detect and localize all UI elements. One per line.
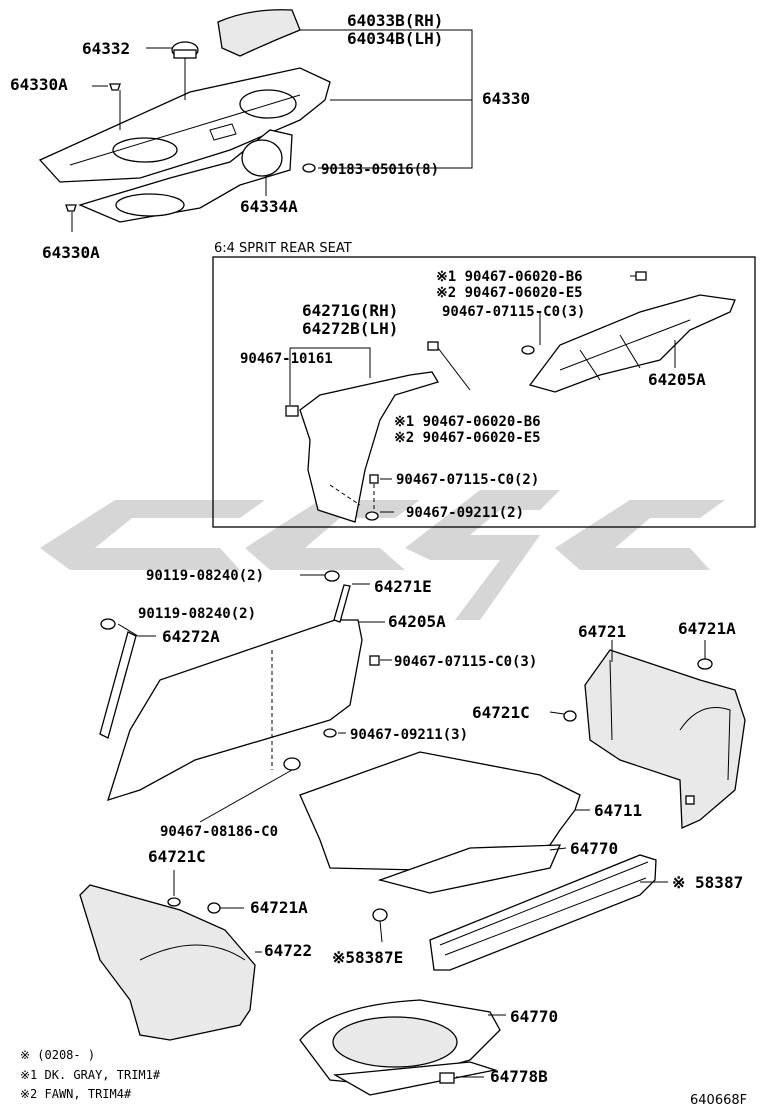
label-64330a-top: 64330A <box>10 75 68 94</box>
label-64778b: 64778B <box>490 1067 548 1086</box>
sill-clip-58387e <box>372 908 388 943</box>
label-58387e: ※58387E <box>332 948 403 967</box>
spare-tire-cover-64770 <box>299 999 501 1096</box>
note-date: ※ (0208- ) <box>20 1048 95 1062</box>
strap-64272a <box>99 631 137 739</box>
label-64721a-left: 64721A <box>250 898 308 917</box>
diagram-code: 640668F <box>690 1093 747 1108</box>
quarter-trim-lh-64722 <box>79 884 256 1041</box>
label-64722: 64722 <box>264 941 312 960</box>
label-e5-1: ※2 90467-06020-E5 <box>436 285 583 301</box>
label-90119-a: 90119-08240(2) <box>146 568 264 584</box>
label-09211-3: 90467-09211(3) <box>350 727 468 743</box>
label-c0-3: 90467-07115-C0(3) <box>394 654 537 670</box>
label-64721c-right: 64721C <box>472 703 530 722</box>
label-64721a-right: 64721A <box>678 619 736 638</box>
label-58387: ※ 58387 <box>672 873 743 892</box>
label-64205a: 64205A <box>388 612 446 631</box>
inset-side-trim <box>299 371 439 523</box>
label-64272b: 64272B(LH) <box>302 319 398 338</box>
label-64272a: 64272A <box>162 627 220 646</box>
clip-icon <box>65 83 316 212</box>
label-64205a-inset: 64205A <box>648 370 706 389</box>
label-90119-b: 90119-08240(2) <box>138 606 256 622</box>
label-e5-2: ※2 90467-06020-E5 <box>394 430 541 446</box>
label-64033b: 64033B(RH) <box>347 11 443 30</box>
mid-clips <box>100 570 380 771</box>
rear-sill-plate-58387 <box>429 854 657 971</box>
label-64721: 64721 <box>578 622 626 641</box>
label-64271g: 64271G(RH) <box>302 301 398 320</box>
label-64330a-bottom: 64330A <box>42 243 100 262</box>
label-64721c-left: 64721C <box>148 847 206 866</box>
cover-clip-64778b <box>439 1072 455 1084</box>
tray-cushion-part <box>217 9 301 57</box>
inset-frame <box>212 256 756 528</box>
quarter-trim-64721 <box>584 649 746 829</box>
label-b6-2: ※1 90467-06020-B6 <box>394 414 541 430</box>
strap-64271e <box>333 584 351 623</box>
label-64334a: 64334A <box>240 197 298 216</box>
watermark-logo <box>40 490 725 620</box>
label-90467-08186: 90467-08186-C0 <box>160 824 278 840</box>
label-64770-a: 64770 <box>570 839 618 858</box>
label-64034b: 64034B(LH) <box>347 29 443 48</box>
label-64330: 64330 <box>482 89 530 108</box>
label-b6-1: ※1 90467-06020-B6 <box>436 269 583 285</box>
note-2: ※2 FAWN, TRIM4# <box>20 1087 132 1101</box>
label-c0-3-inset: 90467-07115-C0(3) <box>442 304 585 320</box>
floor-board-64770 <box>377 844 562 894</box>
inset-clips <box>285 271 647 521</box>
tray-lower-board <box>78 129 293 223</box>
trunk-floor-mat-64711 <box>299 751 581 871</box>
label-64271e: 64271E <box>374 577 432 596</box>
note-1: ※1 DK. GRAY, TRIM1# <box>20 1068 161 1082</box>
package-tray-panel <box>38 67 331 183</box>
label-64711: 64711 <box>594 801 642 820</box>
inset-title: 6:4 SPRIT REAR SEAT <box>214 241 352 256</box>
footnotes: ※ (0208- ) ※1 DK. GRAY, TRIM1# ※2 FAWN, … <box>20 1048 161 1101</box>
inset-seatback-trim <box>528 294 736 393</box>
cap-part-64332 <box>171 41 199 59</box>
label-64332: 64332 <box>82 39 130 58</box>
label-90183: 90183-05016(8) <box>321 162 439 178</box>
label-90467-10161: 90467-10161 <box>240 351 333 367</box>
label-09211-2: 90467-09211(2) <box>406 505 524 521</box>
right-clips <box>563 658 713 805</box>
side-trim-board-64205a <box>107 619 363 801</box>
part-labels: 64033B(RH) 64034B(LH) 64332 64330A 64330… <box>10 11 743 1086</box>
label-64770-b: 64770 <box>510 1007 558 1026</box>
label-c0-2: 90467-07115-C0(2) <box>396 472 539 488</box>
